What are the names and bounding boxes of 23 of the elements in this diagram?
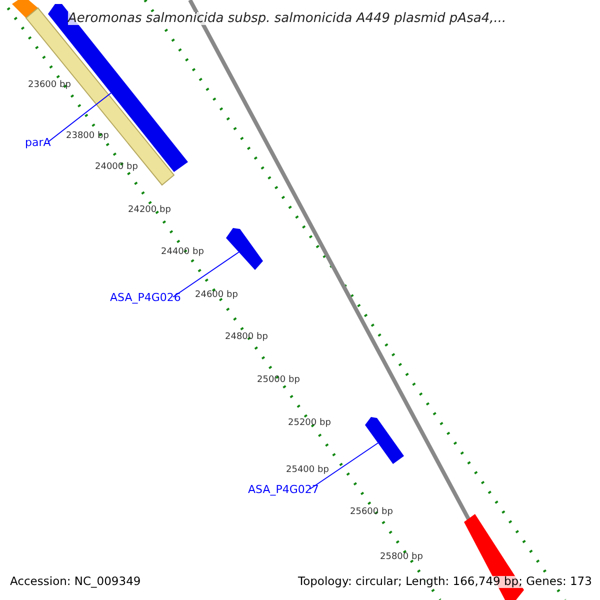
tick-label: 25800 bp <box>380 553 423 562</box>
leader-line <box>310 442 378 490</box>
gene-arrow <box>365 417 404 464</box>
map-title: Aeromonas salmonicida subsp. salmonicida A449 plasmid pAsa4,... <box>68 12 506 25</box>
tick-label: 25200 bp <box>288 419 331 428</box>
leader-line <box>48 92 112 142</box>
tick-label: 25400 bp <box>286 466 329 475</box>
gene-label: ASA_P4G027 <box>248 484 319 495</box>
leader-line <box>172 252 240 298</box>
tick-label: 23800 bp <box>66 132 109 141</box>
gene-arrow <box>226 228 263 270</box>
gene-label: parA <box>25 137 51 148</box>
gene-label: ASA_P4G026 <box>110 292 181 303</box>
tick-label: 24400 bp <box>161 248 204 257</box>
tick-label: 24200 bp <box>128 206 171 215</box>
map-info-text: Topology: circular; Length: 166,749 bp; Genes: 173 <box>298 576 592 588</box>
tick-label: 23600 bp <box>28 81 71 90</box>
tick-label: 24600 bp <box>195 291 238 300</box>
tick-label: 24800 bp <box>225 333 268 342</box>
tick-label: 24000 bp <box>95 163 138 172</box>
accession-text: Accession: NC_009349 <box>10 576 141 588</box>
tick-label: 25000 bp <box>257 376 300 385</box>
tick-label: 25600 bp <box>350 508 393 517</box>
